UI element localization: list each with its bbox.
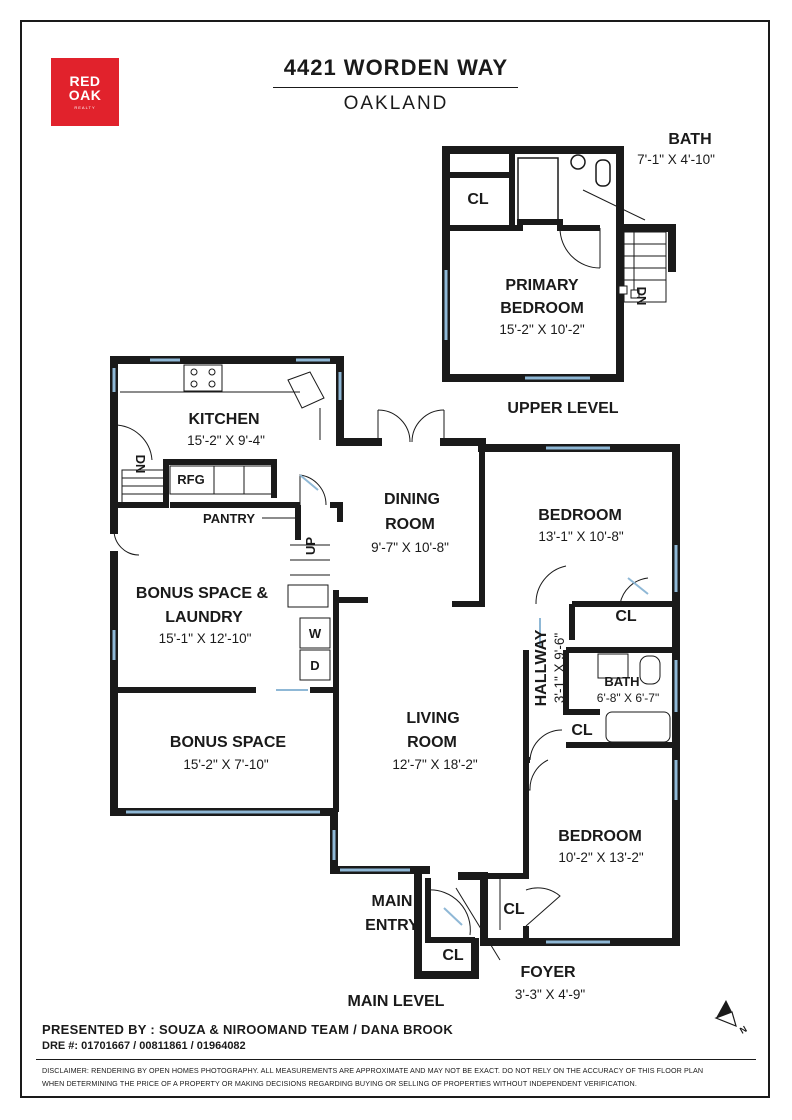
main-entry-name-2: ENTRY	[365, 917, 419, 934]
disclaimer-divider	[36, 1059, 756, 1060]
foyer-dim: 3'-3" X 4'-9"	[515, 987, 585, 1002]
upper-bath-dim: 7'-1" X 4'-10"	[637, 152, 715, 167]
upper-level-label: UPPER LEVEL	[507, 400, 618, 417]
hall-closet-label: CL	[571, 722, 593, 739]
entry-closet-label: CL	[442, 947, 464, 964]
compass-north-label: N	[738, 1024, 749, 1036]
upper-bath-name: BATH	[668, 131, 711, 148]
bedroom-1-dim: 13'-1" X 10'-8"	[538, 529, 623, 544]
dre-numbers: DRE #: 01701667 / 00811861 / 01964082	[42, 1040, 246, 1052]
bedroom-2-name: BEDROOM	[558, 828, 642, 845]
bonus-space-name: BONUS SPACE	[170, 734, 286, 751]
upper-closet-label: CL	[467, 191, 489, 208]
disclaimer-line-2: WHEN DETERMINING THE PRICE OF A PROPERTY…	[42, 1079, 637, 1088]
primary-bedroom-name-1: PRIMARY	[505, 277, 579, 294]
hallway-dim: 3'-1" X 9'-6"	[552, 633, 567, 703]
presented-by: PRESENTED BY : SOUZA & NIROOMAND TEAM / …	[42, 1022, 454, 1037]
dryer-label: D	[310, 658, 319, 673]
dining-room-dim: 9'-7" X 10'-8"	[371, 540, 449, 555]
pantry-label: PANTRY	[203, 511, 255, 526]
dining-room-name-1: DINING	[384, 491, 440, 508]
living-room-name-2: ROOM	[407, 734, 457, 751]
bonus-laundry-dim: 15'-1" X 12'-10"	[159, 631, 252, 646]
main-entry-name-1: MAIN	[372, 893, 413, 910]
logo-text-line1: RED	[69, 73, 101, 89]
property-city: OAKLAND	[343, 93, 449, 114]
disclaimer-line-1: DISCLAIMER: RENDERING BY OPEN HOMES PHOT…	[42, 1066, 704, 1075]
living-room-dim: 12'-7" X 18'-2"	[392, 757, 477, 772]
bedroom-2-dim: 10'-2" X 13'-2"	[558, 850, 643, 865]
logo-text-line3: REALTY	[74, 105, 96, 110]
dining-room-name-2: ROOM	[385, 516, 435, 533]
realty-logo: RED OAK REALTY	[51, 58, 119, 126]
primary-bedroom-dim: 15'-2" X 10'-2"	[499, 322, 584, 337]
hallway-name: HALLWAY	[533, 629, 550, 706]
washer-label: W	[309, 626, 322, 641]
property-address: 4421 WORDEN WAY	[283, 55, 509, 80]
living-room-name-1: LIVING	[406, 710, 459, 727]
bonus-laundry-name-2: LAUNDRY	[165, 609, 243, 626]
main-level-label: MAIN LEVEL	[348, 993, 445, 1010]
main-bath-dim: 6'-8" X 6'-7"	[597, 691, 659, 705]
logo-text-line2: OAK	[68, 87, 102, 103]
bonus-space-dim: 15'-2" X 7'-10"	[183, 757, 268, 772]
upper-level-plan: CL BATH 7'-1" X 4'-10" DN PRIMARY BEDROO…	[442, 131, 715, 417]
upper-stairs-label: DN	[634, 287, 649, 306]
bedroom-2-closet-label: CL	[503, 901, 525, 918]
bedroom-1-closet-label: CL	[615, 608, 637, 625]
title-divider	[273, 87, 518, 88]
bedroom-1-name: BEDROOM	[538, 507, 622, 524]
fridge-label: RFG	[177, 472, 204, 487]
bonus-laundry-name-1: BONUS SPACE &	[136, 585, 269, 602]
main-stairs-label: DN	[133, 455, 148, 474]
main-bath-name: BATH	[604, 674, 639, 689]
up-stairs-label: UP	[303, 537, 318, 555]
kitchen-name: KITCHEN	[188, 411, 259, 428]
main-level-plan: KITCHEN 15'-2" X 9'-4" RFG DN PANTRY UP …	[110, 356, 680, 1010]
foyer-name: FOYER	[520, 964, 576, 981]
compass-icon: N	[714, 1000, 749, 1036]
primary-bedroom-name-2: BEDROOM	[500, 300, 584, 317]
page-border	[20, 20, 770, 1098]
kitchen-dim: 15'-2" X 9'-4"	[187, 433, 265, 448]
